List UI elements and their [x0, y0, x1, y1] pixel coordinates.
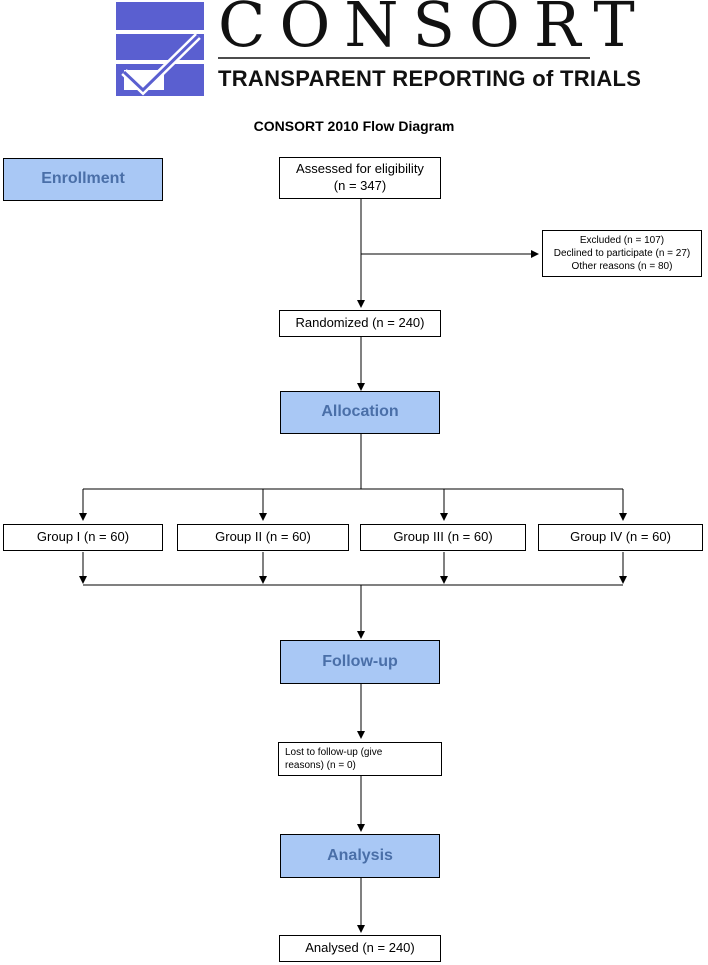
logo-wordmark: CONSORT	[218, 0, 649, 61]
group-4-label: Group IV (n = 60)	[570, 529, 671, 545]
lost-line1: Lost to follow-up (give	[285, 747, 383, 758]
excluded-line2: Declined to participate (n = 27)	[553, 248, 691, 259]
group-3-label: Group III (n = 60)	[393, 529, 493, 545]
logo-tagline: TRANSPARENT REPORTING of TRIALS	[218, 66, 642, 91]
group-3-box: Group III (n = 60)	[360, 524, 526, 551]
assessed-line2: (n = 347)	[333, 178, 387, 193]
analysed-box: Analysed (n = 240)	[279, 935, 441, 962]
lost-line2: reasons) (n = 0)	[285, 760, 356, 771]
assessed-line1: Assessed for eligibility	[296, 161, 424, 177]
excluded-line3: Other reasons (n = 80)	[571, 261, 673, 272]
stage-follow-up: Follow-up	[280, 640, 440, 684]
group-2-label: Group II (n = 60)	[215, 529, 311, 545]
diagram-title: CONSORT 2010 Flow Diagram	[253, 118, 455, 134]
stage-analysis-label: Analysis	[327, 846, 393, 864]
stage-follow-up-label: Follow-up	[322, 652, 398, 670]
randomized-box: Randomized (n = 240)	[279, 310, 441, 337]
lost-to-follow-up-box: Lost to follow-up (give reasons) (n = 0)	[278, 742, 442, 776]
stage-allocation-label: Allocation	[321, 403, 399, 421]
stage-analysis: Analysis	[280, 834, 440, 878]
checkmark-logo-icon	[116, 2, 590, 96]
excluded-box: Excluded (n = 107) Declined to participa…	[542, 230, 702, 277]
group-1-box: Group I (n = 60)	[3, 524, 163, 551]
stage-enrollment-label: Enrollment	[41, 170, 125, 188]
excluded-line1: Excluded (n = 107)	[579, 235, 665, 246]
randomized-label: Randomized (n = 240)	[295, 315, 425, 331]
group-4-box: Group IV (n = 60)	[538, 524, 703, 551]
group-2-box: Group II (n = 60)	[177, 524, 349, 551]
analysed-label: Analysed (n = 240)	[305, 940, 415, 956]
assessed-box: Assessed for eligibility (n = 347)	[279, 157, 441, 199]
stage-allocation: Allocation	[280, 391, 440, 434]
stage-enrollment: Enrollment	[3, 158, 163, 201]
group-1-label: Group I (n = 60)	[36, 529, 130, 545]
